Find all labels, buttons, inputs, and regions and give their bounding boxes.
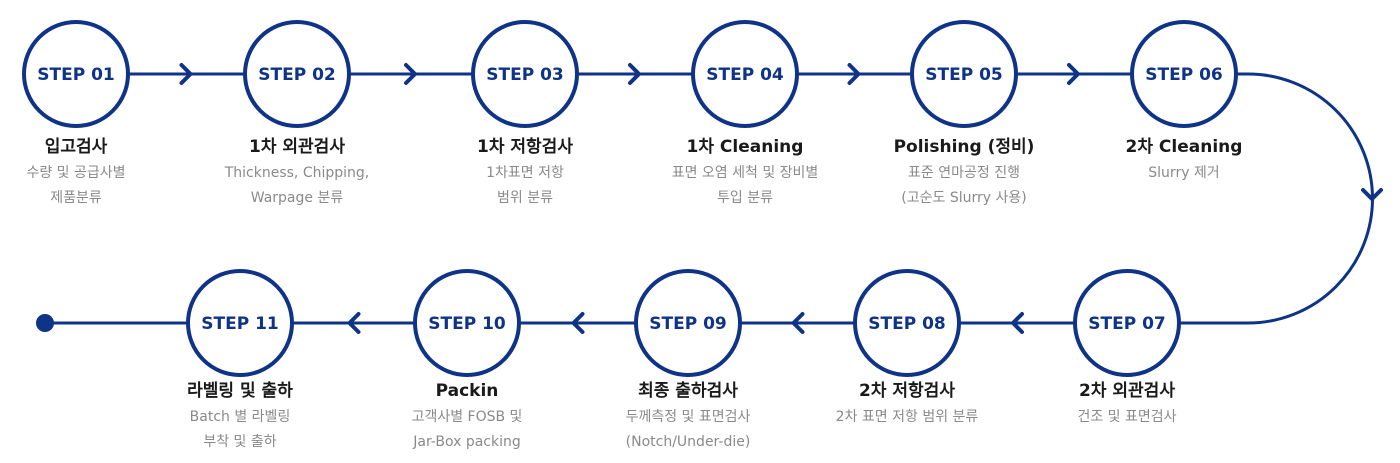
step-01-circle (22, 20, 130, 128)
step-10-description: 고객사별 FOSB 및 Jar-Box packing (411, 409, 523, 450)
step-02-text: 1차 외관검사 Thickness, Chipping, Warpage 분류 (187, 136, 407, 211)
step-09-title: 최종 출하검사 (638, 381, 738, 401)
step-09-label: STEP 09 (649, 314, 727, 334)
step-09-circle (634, 269, 742, 377)
step-02-title: 1차 외관검사 (249, 137, 345, 157)
step-06-circle (1130, 20, 1238, 128)
step-11-circle (186, 269, 294, 377)
step-03-label: STEP 03 (486, 65, 564, 85)
arrow-right-icon (1067, 63, 1080, 85)
step-05-label: STEP 05 (925, 65, 1003, 85)
step-06-title: 2차 Cleaning (1125, 137, 1243, 157)
step-11-description: Batch 별 라벨링 부착 및 출하 (189, 409, 291, 450)
step-08-circle (853, 269, 961, 377)
step-01-label: STEP 01 (37, 65, 115, 85)
step-04-text: 1차 Cleaning 표면 오염 세척 및 장비별 투입 분류 (635, 136, 855, 211)
step-08-description: 2차 표면 저항 범위 분류 (835, 409, 979, 425)
step-02-circle (243, 20, 351, 128)
step-11-text: 라벨링 및 출하 Batch 별 라벨링 부착 및 출하 (130, 380, 350, 455)
arrow-left-icon (347, 312, 361, 334)
step-04-title: 1차 Cleaning (686, 137, 804, 157)
arrow-left-icon (571, 312, 585, 334)
step-04-label: STEP 04 (706, 65, 784, 85)
step-03-description: 1차표면 저항 범위 분류 (486, 165, 564, 206)
step-11-label: STEP 11 (201, 314, 279, 334)
step-03-circle (471, 20, 579, 128)
step-01-title: 입고검사 (44, 137, 108, 157)
arrow-right-icon (628, 63, 641, 85)
step-10-text: Packin 고객사별 FOSB 및 Jar-Box packing (357, 380, 577, 455)
step-07-label: STEP 07 (1088, 314, 1166, 334)
arrow-right-icon (404, 63, 417, 85)
step-07-circle (1073, 269, 1181, 377)
step-05-description: 표준 연마공정 진행 (고순도 Slurry 사용) (901, 165, 1027, 206)
step-06-label: STEP 06 (1145, 65, 1223, 85)
step-05-title: Polishing (정비) (893, 137, 1035, 157)
step-02-description: Thickness, Chipping, Warpage 분류 (224, 165, 370, 206)
step-01-description: 수량 및 공급사별 제품분류 (26, 165, 126, 206)
step-07-title: 2차 외관검사 (1079, 381, 1175, 401)
arrow-down-icon (1361, 188, 1383, 201)
step-05-circle (910, 20, 1018, 128)
end-dot (36, 314, 54, 332)
arrow-right-icon (847, 63, 861, 85)
arrow-right-icon (179, 63, 193, 85)
step-06-description: Slurry 제거 (1148, 165, 1220, 181)
step-03-title: 1차 저항검사 (477, 137, 573, 157)
step-05-text: Polishing (정비) 표준 연마공정 진행 (고순도 Slurry 사용) (854, 136, 1074, 211)
arrow-left-icon (1011, 312, 1024, 334)
step-02-label: STEP 02 (258, 65, 336, 85)
step-10-title: Packin (435, 381, 499, 401)
step-08-text: 2차 저항검사 2차 표면 저항 범위 분류 (797, 380, 1017, 430)
step-03-text: 1차 저항검사 1차표면 저항 범위 분류 (415, 136, 635, 211)
step-08-label: STEP 08 (868, 314, 946, 334)
step-04-circle (691, 20, 799, 128)
step-11-title: 라벨링 및 출하 (187, 381, 293, 401)
arrow-left-icon (791, 312, 805, 334)
step-10-label: STEP 10 (428, 314, 506, 334)
step-10-circle (413, 269, 521, 377)
step-04-description: 표면 오염 세척 및 장비별 투입 분류 (671, 165, 819, 206)
step-09-description: 두께측정 및 표면검사 (Notch/Under-die) (625, 409, 751, 450)
step-07-description: 건조 및 표면검사 (1077, 409, 1177, 425)
step-08-title: 2차 저항검사 (859, 381, 955, 401)
